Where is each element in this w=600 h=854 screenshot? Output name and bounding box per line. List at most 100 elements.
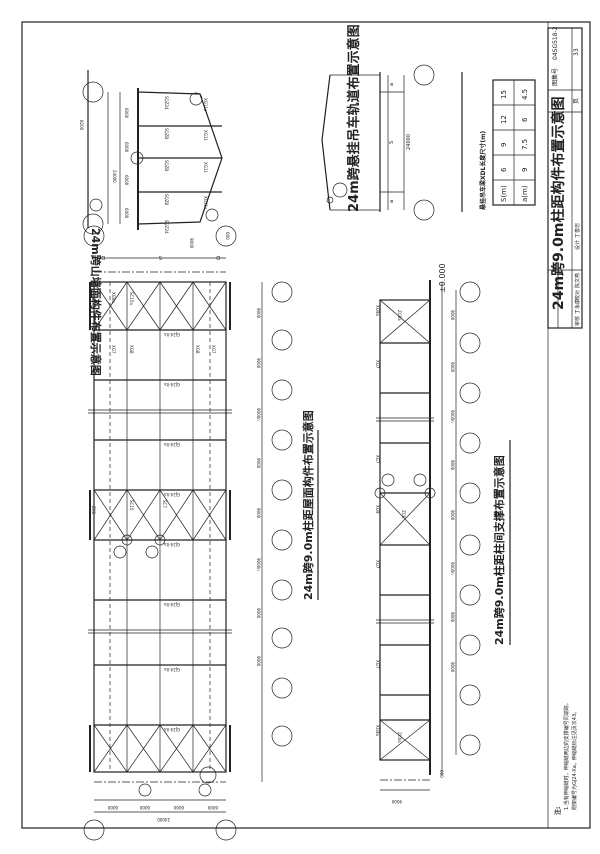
svg-text:9000: 9000 <box>256 308 261 319</box>
gable-title: 24m跨山墙面构件布置示意图 <box>89 228 103 376</box>
table-header-a: a(m) <box>521 185 529 202</box>
sheet-frame <box>21 21 591 829</box>
crane-rail-title: 24m跨悬挂吊车轨道布置示意图 <box>346 24 362 212</box>
svg-text:XG11a: XG11a <box>203 196 208 210</box>
svg-text:9000: 9000 <box>450 510 455 521</box>
detail-callout <box>198 783 212 797</box>
dim-span: 24000 <box>406 134 412 150</box>
detail-callout <box>113 545 127 559</box>
detail-callout <box>205 208 219 222</box>
note-line: 刚架编号为GJ24-Xa，伸缩缝标注见页次43。 <box>571 709 578 810</box>
svg-text:XG8: XG8 <box>129 345 134 354</box>
svg-text:9000: 9000 <box>391 799 402 804</box>
svg-text:9000n: 9000n <box>256 408 261 421</box>
crane-table-title: 悬挂吊车梁XDL长度尺寸(m) <box>479 131 487 211</box>
title-block: 24m跨9.0m柱距构件布置示意图 图集号 04SG518-2 页 33 审核 … <box>547 26 583 329</box>
svg-text:24000: 24000 <box>112 170 117 183</box>
svg-text:6000: 6000 <box>207 805 218 810</box>
svg-text:9000: 9000 <box>189 238 194 249</box>
svg-text:6000: 6000 <box>124 208 129 219</box>
svg-text:6000: 6000 <box>124 175 129 186</box>
svg-text:SQZB: SQZB <box>164 128 169 139</box>
svg-text:XG11: XG11 <box>203 162 208 173</box>
axis-bubble <box>83 819 105 841</box>
svg-text:9000: 9000 <box>256 458 261 469</box>
svg-text:6000: 6000 <box>107 805 118 810</box>
svg-text:ZC6a: ZC6a <box>397 732 402 743</box>
svg-text:GJ24-Xa: GJ24-Xa <box>164 492 180 497</box>
detail-callout <box>145 545 159 559</box>
detail-callout <box>381 473 395 487</box>
elevation-mark: ±0.000 <box>438 263 447 293</box>
sig-design-label: 设计 <box>574 240 581 250</box>
svg-text:9000: 9000 <box>450 662 455 673</box>
svg-text:SQZ24: SQZ24 <box>164 220 169 234</box>
svg-text:XG7: XG7 <box>375 455 380 464</box>
svg-text:9000: 9000 <box>450 612 455 623</box>
atlas-number-label: 图集号 <box>551 68 559 86</box>
detail-callout <box>138 783 152 797</box>
svg-text:9000: 9000 <box>256 608 261 619</box>
roof-plan: D S D 6000 6000 6000 6000 24000 ZC6a ZC6… <box>83 225 263 841</box>
crane-length-table: 悬挂吊车梁XDL长度尺寸(m) S(m) a(m) 6 9 9 7.5 12 6… <box>479 79 536 211</box>
sig-check-name: 陈文燕 <box>574 273 581 288</box>
dim-s: S <box>389 141 395 144</box>
svg-text:XG11: XG11 <box>203 130 208 141</box>
dim-a: a <box>389 83 395 86</box>
svg-text:6000: 6000 <box>124 142 129 153</box>
svg-text:XG9a: XG9a <box>375 725 380 736</box>
svg-text:SQZB: SQZB <box>164 194 169 205</box>
svg-text:9000: 9000 <box>450 460 455 471</box>
svg-text:XG9a: XG9a <box>375 305 380 316</box>
svg-text:S: S <box>159 254 162 260</box>
svg-text:XG9: XG9 <box>375 505 380 514</box>
axis-bubble <box>215 819 237 841</box>
table-cell: 15 <box>500 90 508 99</box>
sig-review-label: 审核 <box>574 316 581 326</box>
svg-text:XG7: XG7 <box>111 345 116 354</box>
svg-text:ZC6a: ZC6a <box>91 298 96 309</box>
svg-text:XG11a: XG11a <box>203 98 208 112</box>
detail-callout <box>89 198 103 212</box>
svg-text:9000: 9000 <box>256 656 261 667</box>
svg-text:9000n: 9000n <box>256 558 261 571</box>
notes-heading: 注: <box>554 807 562 815</box>
note-line: 1.当有伸缩缝时，伸缩缝两边的支撑编号同端跨。 <box>563 700 570 810</box>
svg-text:XG7: XG7 <box>375 660 380 669</box>
svg-text:GJ24-Xa: GJ24-Xa <box>164 332 180 337</box>
svg-text:XG7: XG7 <box>375 560 380 569</box>
sig-review-name: 丁永康 <box>574 299 581 314</box>
svg-text:9000n: 9000n <box>450 562 455 575</box>
svg-text:9000: 9000 <box>256 508 261 519</box>
axis-bubble <box>413 199 435 221</box>
detail-callout <box>199 766 217 784</box>
svg-text:XG7: XG7 <box>211 345 216 354</box>
axis-bubble <box>413 64 435 86</box>
svg-text:GJ24-Xa: GJ24-Xa <box>164 382 180 387</box>
table-cell: 7.5 <box>521 139 529 150</box>
table-cell: 6 <box>500 167 508 172</box>
table-cell: 6 <box>521 117 529 122</box>
svg-text:SQZB: SQZB <box>164 160 169 171</box>
drawing-title: 24m跨9.0m柱距构件布置示意图 <box>550 97 567 310</box>
svg-text:600: 600 <box>439 770 444 778</box>
svg-text:9000: 9000 <box>450 310 455 321</box>
svg-text:D: D <box>216 254 220 260</box>
table-header-s: S(m) <box>500 185 508 202</box>
axis-bubble <box>83 225 105 247</box>
svg-text:GJ24-Xa: GJ24-Xa <box>164 667 180 672</box>
svg-text:9000n: 9000n <box>450 410 455 423</box>
svg-text:GJ24-Xa: GJ24-Xa <box>164 602 180 607</box>
svg-text:XG8: XG8 <box>195 345 200 354</box>
column-bracing-axes: 9000 9000 9000n 9000 9000 9000n 9000 900… <box>450 281 481 756</box>
svg-text:GJ24-Xa: GJ24-Xa <box>164 442 180 447</box>
page-number: 33 <box>573 48 580 56</box>
svg-text:SC15a: SC15a <box>129 292 134 305</box>
page-label: 页 <box>573 98 580 104</box>
svg-text:9000: 9000 <box>450 362 455 373</box>
svg-text:8200: 8200 <box>79 120 84 131</box>
detail-callout <box>189 92 203 106</box>
sig-design-name: 丁善忠 <box>574 223 581 238</box>
notes: 注: 1.当有伸缩缝时，伸缩缝两边的支撑编号同端跨。 刚架编号为GJ24-Xa，… <box>554 700 578 815</box>
svg-text:GJ24-Xa: GJ24-Xa <box>164 727 180 732</box>
